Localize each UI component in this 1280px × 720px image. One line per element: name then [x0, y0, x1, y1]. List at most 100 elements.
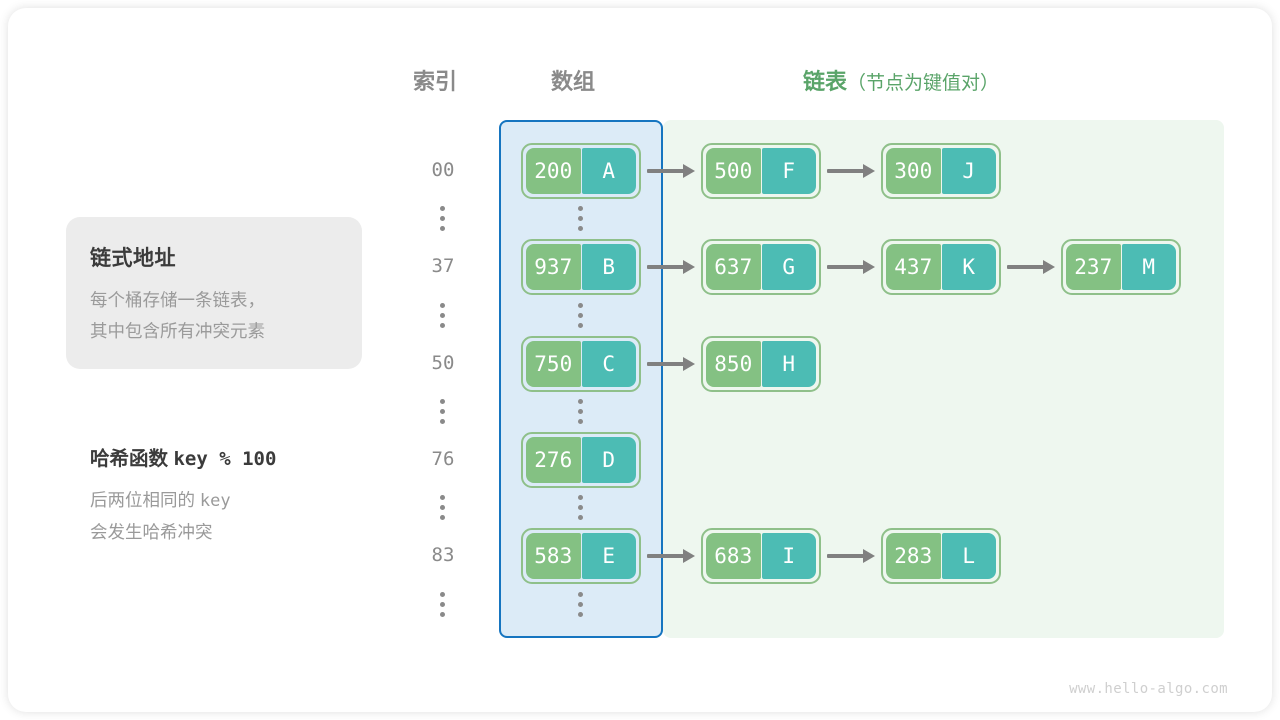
arrow-head-icon — [863, 164, 875, 178]
node-key: 583 — [526, 533, 581, 579]
ellipsis-dot — [578, 515, 583, 520]
arrow-head-icon — [683, 549, 695, 563]
arrow-shaft — [647, 169, 684, 173]
hash-function-body: 后两位相同的 key 会发生哈希冲突 — [90, 485, 276, 548]
info-card-body-line1: 每个桶存储一条链表， — [90, 290, 265, 310]
hash-function-title-label: 哈希函数 — [90, 448, 169, 470]
ellipsis-dot — [440, 505, 445, 510]
info-card-body-line2: 其中包含所有冲突元素 — [90, 321, 265, 341]
bucket-index-76: 76 — [431, 448, 455, 470]
arrow-head-icon — [863, 260, 875, 274]
array-ellipsis-4 — [578, 592, 584, 617]
chain-arrow-37-1 — [827, 259, 875, 275]
bucket-index-83: 83 — [431, 544, 455, 566]
array-ellipsis-2 — [578, 399, 584, 424]
arrow-shaft — [827, 169, 864, 173]
ellipsis-dot — [578, 612, 583, 617]
hash-function-body-line2: 会发生哈希冲突 — [90, 522, 213, 542]
node-value: G — [761, 244, 816, 290]
node-value: K — [941, 244, 996, 290]
bucket-index-37: 37 — [431, 255, 455, 277]
ellipsis-dot — [440, 303, 445, 308]
arrow-shaft — [647, 554, 684, 558]
index-ellipsis-3 — [440, 495, 446, 520]
node-key: 750 — [526, 341, 581, 387]
ellipsis-dot — [440, 206, 445, 211]
index-ellipsis-4 — [440, 592, 446, 617]
index-ellipsis-1 — [440, 303, 446, 328]
node-key: 283 — [886, 533, 941, 579]
ellipsis-dot — [578, 226, 583, 231]
arrow-head-icon — [683, 260, 695, 274]
node-key: 637 — [706, 244, 761, 290]
node-key: 937 — [526, 244, 581, 290]
hash-function-body-line1-label: 后两位相同的 — [90, 490, 195, 510]
ellipsis-dot — [578, 505, 583, 510]
index-ellipsis-0 — [440, 206, 446, 231]
chain-arrow-37-0 — [647, 259, 695, 275]
chain-arrow-37-2 — [1007, 259, 1055, 275]
array-ellipsis-1 — [578, 303, 584, 328]
arrow-head-icon — [683, 357, 695, 371]
node-value: E — [581, 533, 636, 579]
column-heading-linkedlist-sub: （节点为键值对） — [847, 73, 1000, 94]
watermark-url: www.hello-algo.com — [1069, 681, 1228, 697]
column-heading-index: 索引 — [413, 69, 458, 94]
ellipsis-dot — [440, 216, 445, 221]
ellipsis-dot — [578, 419, 583, 424]
hash-function-title: 哈希函数 key % 100 — [90, 442, 276, 471]
node-key: 237 — [1066, 244, 1121, 290]
ellipsis-dot — [440, 399, 445, 404]
bucket-index-50: 50 — [431, 352, 455, 374]
node-key: 276 — [526, 437, 581, 483]
info-card-body: 每个桶存储一条链表， 其中包含所有冲突元素 — [90, 285, 265, 347]
chain-arrow-00-1 — [827, 163, 875, 179]
ellipsis-dot — [578, 323, 583, 328]
ellipsis-dot — [440, 495, 445, 500]
hash-function-note: 哈希函数 key % 100 后两位相同的 key 会发生哈希冲突 — [90, 442, 276, 548]
node-value: B — [581, 244, 636, 290]
hash-function-body-line1-code: key — [199, 491, 231, 511]
arrow-head-icon — [683, 164, 695, 178]
array-ellipsis-0 — [578, 206, 584, 231]
ellipsis-dot — [578, 602, 583, 607]
arrow-head-icon — [1043, 260, 1055, 274]
ellipsis-dot — [578, 206, 583, 211]
arrow-shaft — [647, 362, 684, 366]
hash-function-body-line1: 后两位相同的 key — [90, 485, 276, 517]
arrow-head-icon — [863, 549, 875, 563]
info-card-separate-chaining: 链式地址 每个桶存储一条链表， 其中包含所有冲突元素 — [66, 217, 362, 369]
node-value: M — [1121, 244, 1176, 290]
column-heading-array: 数组 — [551, 69, 596, 94]
chain-arrow-50-0 — [647, 356, 695, 372]
ellipsis-dot — [578, 409, 583, 414]
ellipsis-dot — [440, 612, 445, 617]
index-ellipsis-2 — [440, 399, 446, 424]
arrow-shaft — [1007, 265, 1044, 269]
node-key: 300 — [886, 148, 941, 194]
ellipsis-dot — [578, 303, 583, 308]
ellipsis-dot — [578, 399, 583, 404]
arrow-shaft — [827, 554, 864, 558]
ellipsis-dot — [578, 592, 583, 597]
ellipsis-dot — [440, 313, 445, 318]
node-value: H — [761, 341, 816, 387]
column-heading-linkedlist-main: 链表 — [803, 69, 848, 94]
ellipsis-dot — [440, 409, 445, 414]
info-card-title: 链式地址 — [90, 247, 176, 270]
node-value: F — [761, 148, 816, 194]
ellipsis-dot — [440, 226, 445, 231]
chain-arrow-83-0 — [647, 548, 695, 564]
node-value: D — [581, 437, 636, 483]
